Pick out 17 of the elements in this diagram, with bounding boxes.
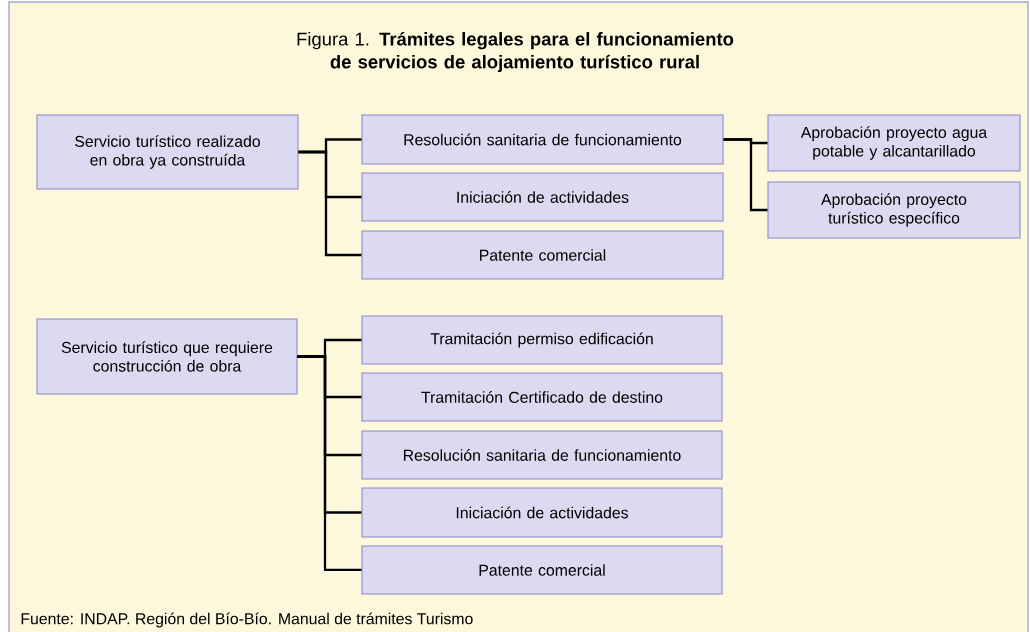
source-note: Fuente: INDAP. Región del Bío-Bío. Manual de trámites Turismo — [21, 612, 473, 628]
process-box: Servicio turístico que requiere construcción de obra — [36, 318, 298, 395]
process-box: Iniciación de actividades — [361, 487, 723, 538]
process-box: Aprobación proyecto turístico específico — [767, 181, 1021, 239]
connector-line — [723, 138, 768, 212]
process-box: Patente comercial — [361, 230, 724, 280]
connector-line — [298, 150, 362, 257]
connector-line — [297, 355, 362, 572]
process-box: Servicio turístico realizado en obra ya construída — [36, 114, 299, 190]
figure-title: Figura 1. Trámites legales para el funcionamiento de servicios de alojamiento turístico rural — [297, 31, 734, 73]
process-box: Tramitación Certificado de destino — [361, 372, 723, 422]
process-box: Resolución sanitaria de funcionamiento — [361, 114, 724, 165]
process-box: Tramitación permiso edificación — [361, 315, 723, 365]
process-box: Aprobación proyecto agua potable y alcantarillado — [767, 114, 1021, 172]
process-box: Resolución sanitaria de funcionamiento — [361, 430, 723, 480]
process-box: Patente comercial — [361, 545, 723, 595]
process-box: Iniciación de actividades — [361, 172, 724, 222]
